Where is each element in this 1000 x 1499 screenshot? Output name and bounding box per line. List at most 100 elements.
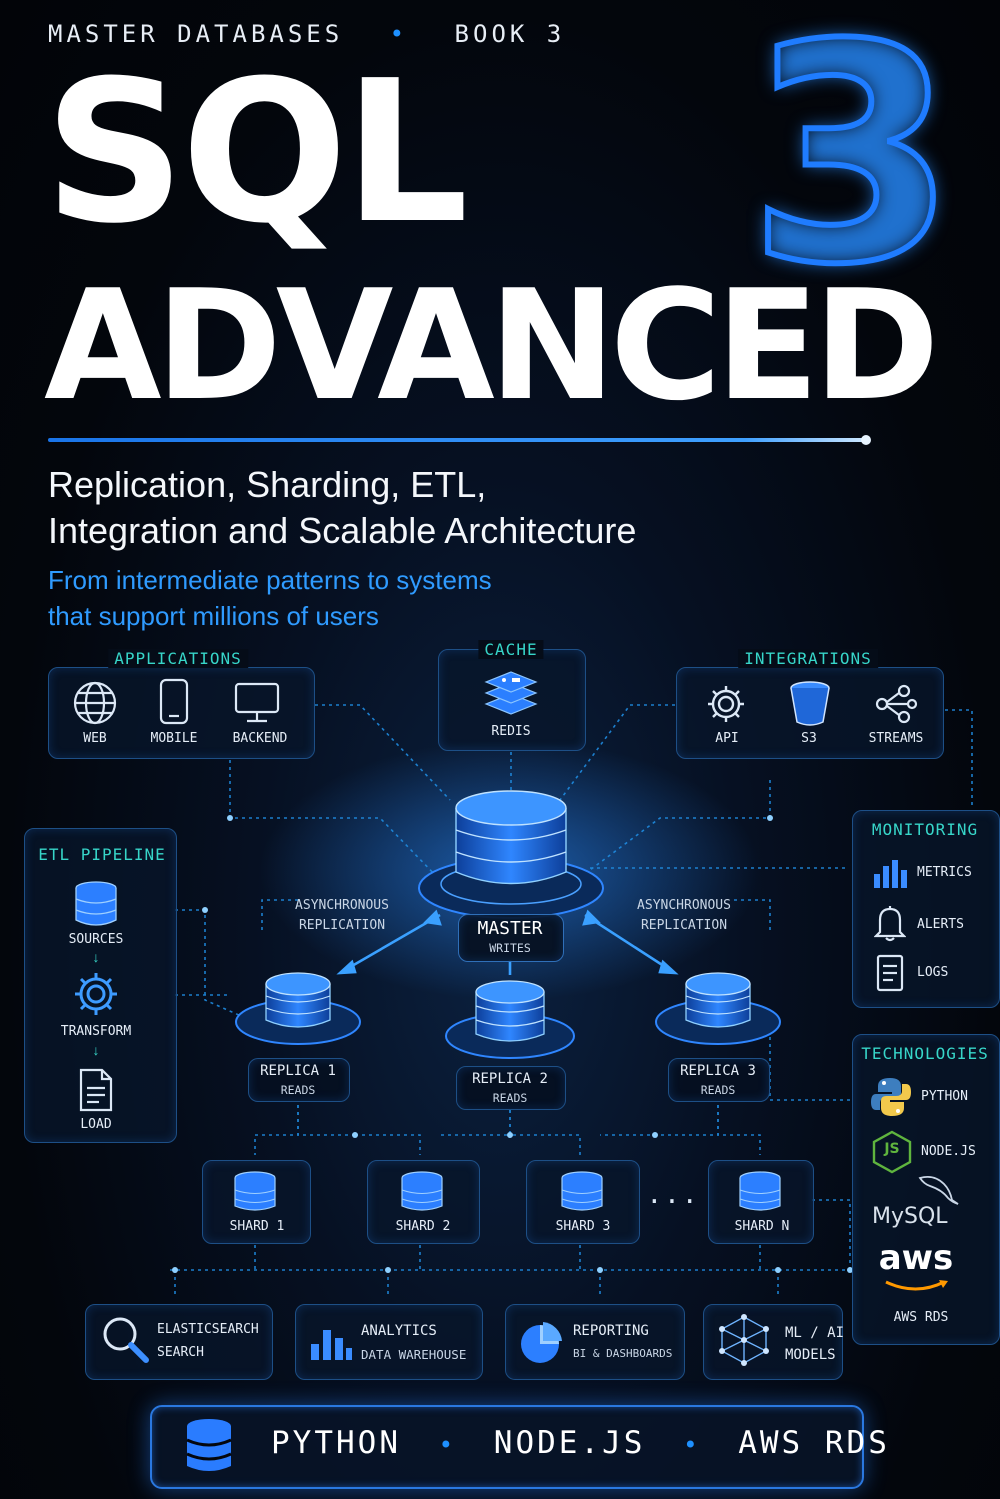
database-icon <box>186 1419 232 1471</box>
etl-title: ETL PIPELINE <box>38 845 166 864</box>
cache-redis-label: REDIS <box>491 724 531 739</box>
etl-transform-label: TRANSFORM <box>60 1024 132 1039</box>
app-mobile-label: MOBILE <box>150 731 198 746</box>
series-name: MASTER DATABASES <box>48 20 344 48</box>
applications-title: APPLICATIONS <box>108 649 248 668</box>
replica-2-title: REPLICA 2 <box>472 1071 548 1087</box>
network-icon <box>719 1314 769 1366</box>
mysql-logo: MySQL <box>872 1204 948 1229</box>
app-backend-label: BACKEND <box>232 731 288 746</box>
document-icon <box>79 1068 113 1112</box>
etl-arrow-icon: ↓ <box>92 1042 100 1058</box>
python-logo-icon <box>871 1078 911 1116</box>
replica-2-label-box <box>456 1066 566 1110</box>
monitoring-metrics-label: METRICS <box>917 865 972 880</box>
search-icon <box>103 1317 149 1363</box>
monitoring-logs-label: LOGS <box>917 965 949 980</box>
aws-logo: aws <box>878 1238 954 1278</box>
shard-n-database-icon <box>739 1171 781 1211</box>
replica-2-sub: READS <box>492 1091 528 1105</box>
integration-streams-label: STREAMS <box>868 731 924 746</box>
master-title: MASTER <box>477 918 543 939</box>
shard-2-database-icon <box>401 1171 443 1211</box>
redis-icon <box>484 671 538 715</box>
monitoring-panel <box>852 810 1000 1008</box>
footer-bar <box>150 1405 864 1489</box>
header-separator: • <box>389 20 409 48</box>
nodejs-badge: JS <box>884 1141 900 1157</box>
shard-1-label: SHARD 1 <box>229 1219 285 1234</box>
replica-3-database-icon <box>655 972 781 1045</box>
technologies-panel <box>852 1034 1000 1345</box>
etl-panel <box>24 828 177 1143</box>
service-ml-title: ML / AI <box>785 1325 845 1341</box>
shard-2-label: SHARD 2 <box>395 1219 451 1234</box>
subtitle: Replication, Sharding, ETL, Integration … <box>48 462 636 554</box>
tagline-line1: From intermediate patterns to systems <box>48 565 492 595</box>
shard-1-database-icon <box>234 1171 276 1211</box>
book-number: BOOK 3 <box>454 20 566 48</box>
replication-right-label: ASYNCHRONOUS REPLICATION <box>637 896 731 936</box>
tech-node-label: NODE.JS <box>921 1144 976 1159</box>
service-elasticsearch-box <box>85 1304 273 1380</box>
tagline: From intermediate patterns to systems th… <box>48 562 492 634</box>
footer-node: NODE.JS <box>493 1425 646 1461</box>
master-database-icon <box>418 790 604 919</box>
footer-separator: • <box>683 1431 701 1459</box>
book-number-outline: 3 <box>745 0 960 330</box>
replica-2-database-icon <box>445 980 575 1059</box>
share-icon <box>875 684 918 724</box>
gear-icon <box>75 973 117 1015</box>
service-elasticsearch-sub: SEARCH <box>157 1345 204 1360</box>
shard-ellipsis: ... <box>646 1180 700 1210</box>
footer-separator: • <box>438 1431 457 1459</box>
replication-left-line1: ASYNCHRONOUS <box>295 898 389 913</box>
replica-1-database-icon <box>235 972 361 1045</box>
etl-arrow-icon: ↓ <box>92 949 100 965</box>
service-reporting-title: REPORTING <box>573 1323 649 1339</box>
replica-1-label-box <box>248 1058 350 1102</box>
monitor-icon <box>234 682 280 723</box>
replication-left-label: ASYNCHRONOUS REPLICATION <box>295 896 389 936</box>
pie-chart-icon <box>521 1322 562 1363</box>
etl-load-label: LOAD <box>80 1117 112 1132</box>
replica-1-title: REPLICA 1 <box>260 1063 336 1079</box>
master-sub: WRITES <box>489 941 531 955</box>
service-analytics-sub: DATA WAREHOUSE <box>361 1347 467 1362</box>
service-ml-sub: MODELS <box>785 1347 836 1363</box>
monitoring-title: MONITORING <box>871 820 979 839</box>
shard-3-label: SHARD 3 <box>555 1219 611 1234</box>
title-sql: SQL <box>44 39 469 267</box>
integration-s3-label: S3 <box>801 731 817 746</box>
bell-icon <box>874 906 906 942</box>
tagline-line2: that support millions of users <box>48 601 379 631</box>
shard-n-label: SHARD N <box>734 1219 790 1234</box>
replica-1-sub: READS <box>280 1083 316 1097</box>
footer-python: PYTHON <box>271 1425 401 1461</box>
cache-title: CACHE <box>478 640 544 659</box>
aws-smile-icon <box>885 1280 948 1291</box>
mysql-dolphin-icon <box>918 1175 959 1205</box>
app-web-label: WEB <box>83 731 107 746</box>
integrations-title: INTEGRATIONS <box>738 649 878 668</box>
tech-python-label: PYTHON <box>921 1089 968 1104</box>
subtitle-line2: Integration and Scalable Architecture <box>48 510 637 551</box>
bar-chart-icon <box>874 860 907 888</box>
bar-chart-icon <box>311 1330 352 1360</box>
service-ml-box <box>703 1304 843 1380</box>
title-advanced: ADVANCED <box>44 257 940 434</box>
replica-3-sub: READS <box>700 1083 736 1097</box>
service-analytics-title: ANALYTICS <box>361 1323 437 1339</box>
globe-icon <box>73 681 117 725</box>
footer-technologies: PYTHON • NODE.JS • AWS RDS <box>271 1425 890 1461</box>
subtitle-line1: Replication, Sharding, ETL, <box>48 464 487 505</box>
phone-icon <box>159 678 189 725</box>
integration-api-label: API <box>715 731 739 746</box>
etl-sources-label: SOURCES <box>68 932 124 947</box>
replication-left-line2: REPLICATION <box>298 918 386 933</box>
database-icon <box>75 881 117 926</box>
tech-aws-rds-label: AWS RDS <box>893 1310 949 1325</box>
series-header: MASTER DATABASES • BOOK 3 <box>48 20 565 48</box>
